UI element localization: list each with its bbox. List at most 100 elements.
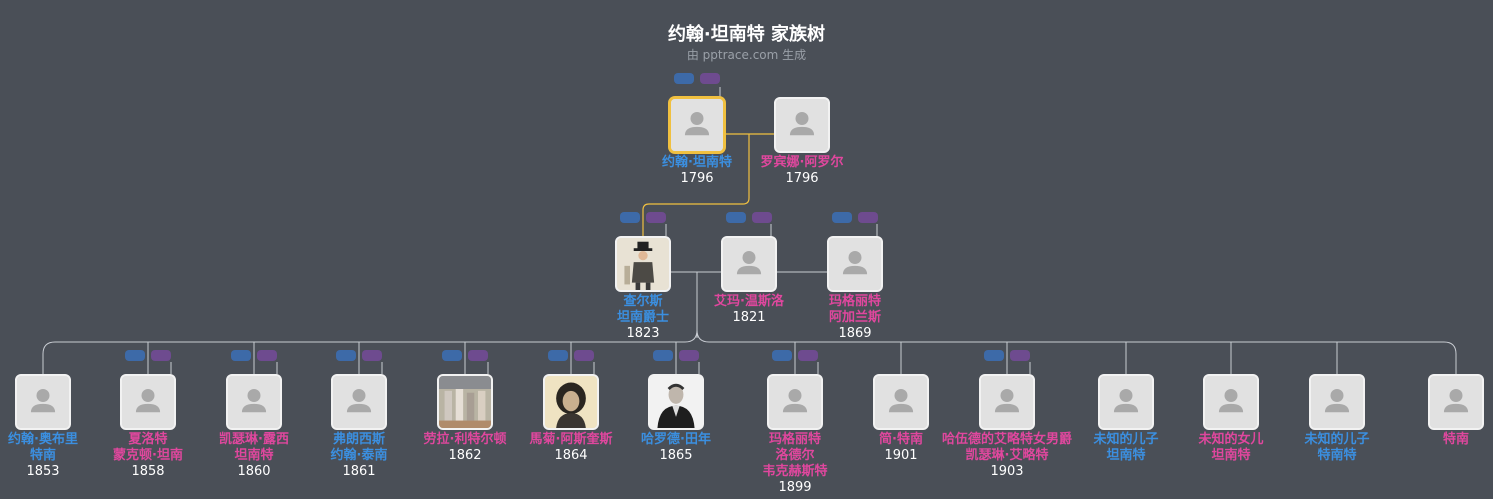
person-card[interactable] [774, 97, 830, 153]
connector-path [642, 134, 750, 236]
person-name[interactable]: 玛格丽特洛德尔韦克赫斯特 [730, 432, 860, 480]
person-card[interactable] [669, 97, 725, 153]
person-name[interactable]: 哈伍德的艾略特女男爵凯瑟琳·艾略特 [942, 432, 1072, 464]
expand-parents-button[interactable] [772, 350, 792, 361]
person-birth-year: 1796 [680, 171, 714, 186]
expand-spouse-button[interactable] [362, 350, 382, 361]
expand-spouse-button[interactable] [858, 212, 878, 223]
person-card[interactable] [615, 236, 671, 292]
expand-parents-button[interactable] [832, 212, 852, 223]
person-card[interactable] [721, 236, 777, 292]
person-card[interactable] [767, 374, 823, 430]
expand-spouse-button[interactable] [752, 212, 772, 223]
person-card[interactable] [1203, 374, 1259, 430]
person-name[interactable]: 未知的女儿坦南特 [1166, 432, 1296, 464]
person-birth-year: 1864 [554, 448, 588, 463]
expand-spouse-button[interactable] [646, 212, 666, 223]
expand-spouse-button[interactable] [1010, 350, 1030, 361]
person-name-line: 特南特 [1317, 448, 1357, 463]
person-card[interactable] [648, 374, 704, 430]
person-name-line: 洛德尔 [775, 448, 815, 463]
person-name[interactable]: 玛格丽特阿加兰斯 [790, 294, 920, 326]
person-name-line: 蒙克顿·坦南 [113, 448, 183, 463]
person-placeholder-icon [1100, 376, 1152, 428]
person-name[interactable]: 约翰·奥布里特南 [0, 432, 108, 464]
person-name-line: 劳拉·利特尔顿 [423, 432, 507, 447]
person-name[interactable]: 劳拉·利特尔顿 [400, 432, 530, 448]
expand-spouse-button[interactable] [574, 350, 594, 361]
person-placeholder-icon [776, 99, 828, 151]
expand-spouse-button[interactable] [798, 350, 818, 361]
expand-parents-button[interactable] [674, 73, 694, 84]
expand-spouse-button[interactable] [468, 350, 488, 361]
person-name[interactable]: 凯瑟琳·露西坦南特 [189, 432, 319, 464]
person-birth-year: 1858 [131, 464, 165, 479]
person-card[interactable] [873, 374, 929, 430]
person-name-line: 特南 [1442, 432, 1469, 447]
person-name[interactable]: 特南 [1391, 432, 1493, 448]
person-card[interactable] [979, 374, 1035, 430]
person-birth-year: 1860 [237, 464, 271, 479]
expand-parents-button[interactable] [231, 350, 251, 361]
expand-spouse-button[interactable] [700, 73, 720, 84]
person-card[interactable] [120, 374, 176, 430]
relation-toggle-buttons[interactable] [772, 350, 818, 362]
person-name[interactable]: 简·特南 [836, 432, 966, 448]
person-placeholder-icon [671, 99, 723, 151]
person-name[interactable]: 夏洛特蒙克顿·坦南 [83, 432, 213, 464]
painting-photo [439, 376, 491, 428]
expand-parents-button[interactable] [442, 350, 462, 361]
relation-toggle-buttons[interactable] [442, 350, 488, 362]
person-name[interactable]: 弗朗西斯约翰·泰南 [294, 432, 424, 464]
relation-toggle-buttons[interactable] [336, 350, 382, 362]
person-birth-year: 1903 [990, 464, 1024, 479]
relation-toggle-buttons[interactable] [726, 212, 772, 224]
person-name[interactable]: 未知的儿子特南特 [1272, 432, 1402, 464]
person-card[interactable] [1309, 374, 1365, 430]
person-placeholder-icon [333, 376, 385, 428]
relation-toggle-buttons[interactable] [832, 212, 878, 224]
person-name[interactable]: 哈罗德·田年 [611, 432, 741, 448]
person-birth-year: 1821 [732, 310, 766, 325]
person-name[interactable]: 未知的儿子坦南特 [1061, 432, 1191, 464]
connector-path [696, 329, 1457, 374]
relation-toggle-buttons[interactable] [653, 350, 699, 362]
expand-parents-button[interactable] [984, 350, 1004, 361]
person-name[interactable]: 艾玛·温斯洛 [684, 294, 814, 310]
relation-toggle-buttons[interactable] [620, 212, 666, 224]
person-name[interactable]: 罗宾娜·阿罗尔 [737, 155, 867, 171]
person-name[interactable]: 约翰·坦南特 [632, 155, 762, 171]
person-card[interactable] [226, 374, 282, 430]
person-card[interactable] [1098, 374, 1154, 430]
person-card[interactable] [543, 374, 599, 430]
relation-toggle-buttons[interactable] [984, 350, 1030, 362]
person-birth-year: 1869 [838, 326, 872, 341]
person-name-line: 凯瑟琳·艾略特 [965, 448, 1049, 463]
relation-toggle-buttons[interactable] [548, 350, 594, 362]
person-card[interactable] [1428, 374, 1484, 430]
person-name[interactable]: 馬菊·阿斯奎斯 [506, 432, 636, 448]
relation-toggle-buttons[interactable] [231, 350, 277, 362]
expand-spouse-button[interactable] [257, 350, 277, 361]
person-name-line: 艾玛·温斯洛 [714, 294, 784, 309]
person-card[interactable] [15, 374, 71, 430]
person-card[interactable] [437, 374, 493, 430]
relation-toggle-buttons[interactable] [674, 73, 720, 85]
person-placeholder-icon [1311, 376, 1363, 428]
relation-toggle-buttons[interactable] [125, 350, 171, 362]
expand-parents-button[interactable] [125, 350, 145, 361]
person-name[interactable]: 查尔斯坦南爵士 [578, 294, 708, 326]
portrait-photo [617, 238, 669, 290]
expand-parents-button[interactable] [653, 350, 673, 361]
expand-parents-button[interactable] [548, 350, 568, 361]
person-card[interactable] [827, 236, 883, 292]
expand-parents-button[interactable] [336, 350, 356, 361]
expand-spouse-button[interactable] [151, 350, 171, 361]
page-title: 约翰·坦南特 家族树 [667, 24, 826, 45]
expand-parents-button[interactable] [620, 212, 640, 223]
expand-spouse-button[interactable] [679, 350, 699, 361]
expand-parents-button[interactable] [726, 212, 746, 223]
person-card[interactable] [331, 374, 387, 430]
